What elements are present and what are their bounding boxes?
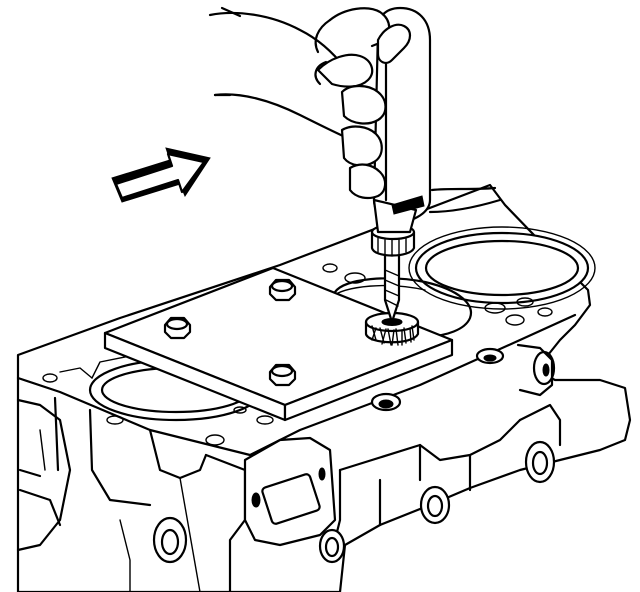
cylinder-bore-right bbox=[414, 231, 590, 305]
plate-bolt bbox=[163, 316, 192, 340]
direction-arrow-icon bbox=[111, 147, 211, 203]
thread-tap-icon bbox=[370, 223, 416, 324]
plate-bolt bbox=[268, 363, 297, 387]
plate-bolt bbox=[268, 278, 297, 302]
tap-guide-bushing bbox=[364, 311, 420, 346]
fixture-plate bbox=[103, 266, 454, 422]
hand-icon bbox=[208, 6, 502, 214]
